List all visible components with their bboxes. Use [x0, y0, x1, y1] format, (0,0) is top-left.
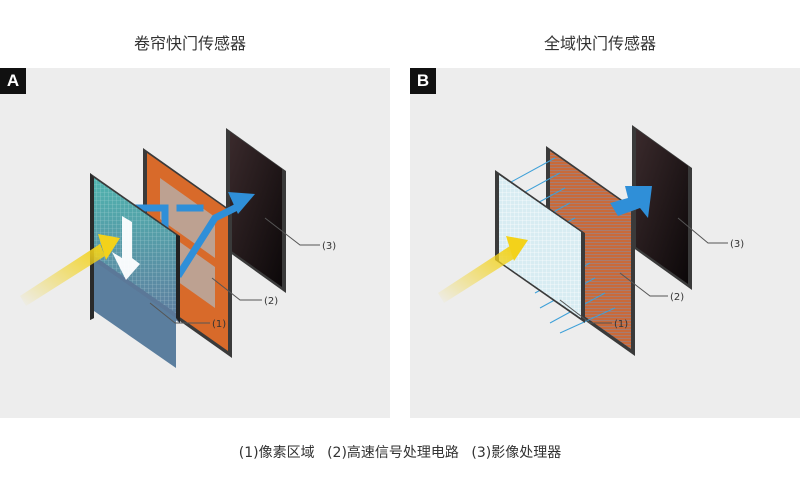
callout-label-1: (1)	[614, 319, 628, 330]
panel-b-badge: B	[410, 68, 436, 94]
panel-a-title: 卷帘快门传感器	[133, 34, 246, 53]
legend: (1)像素区域 (2)高速信号处理电路 (3)影像处理器	[0, 442, 800, 462]
pixel-scan-region	[94, 261, 176, 368]
scan-direction-arrow-icon	[112, 216, 140, 280]
callout-lines	[149, 217, 320, 324]
callout-label-3: (3)	[322, 241, 336, 252]
panel-a: A	[0, 68, 390, 418]
callout-label-1: (1)	[212, 319, 226, 330]
rolling-shutter-diagram: (1) (2) (3)	[20, 128, 336, 368]
legend-item-pixel-area: (1)像素区域	[238, 445, 315, 461]
global-shutter-diagram: (1) (2) (3)	[438, 125, 744, 356]
panel-a-badge: A	[0, 68, 26, 94]
callout-label-2: (2)	[264, 296, 278, 307]
arrow-to-processor-icon	[610, 186, 652, 218]
pixel-area-layer	[495, 170, 585, 323]
callout-label-3: (3)	[730, 239, 744, 250]
image-processor-layer	[632, 125, 692, 290]
arrow-to-processor-icon	[228, 192, 255, 214]
panel-b-title: 全域快门传感器	[543, 34, 656, 53]
legend-item-signal-circuit: (2)高速信号处理电路	[327, 445, 459, 461]
callout-lines	[559, 217, 728, 324]
legend-item-image-processor: (3)影像处理器	[471, 445, 562, 461]
callout-label-2: (2)	[670, 292, 684, 303]
light-ray-icon	[438, 246, 515, 303]
image-processor-layer	[226, 128, 286, 293]
panel-b: B	[410, 68, 800, 418]
light-ray-icon	[20, 244, 105, 306]
